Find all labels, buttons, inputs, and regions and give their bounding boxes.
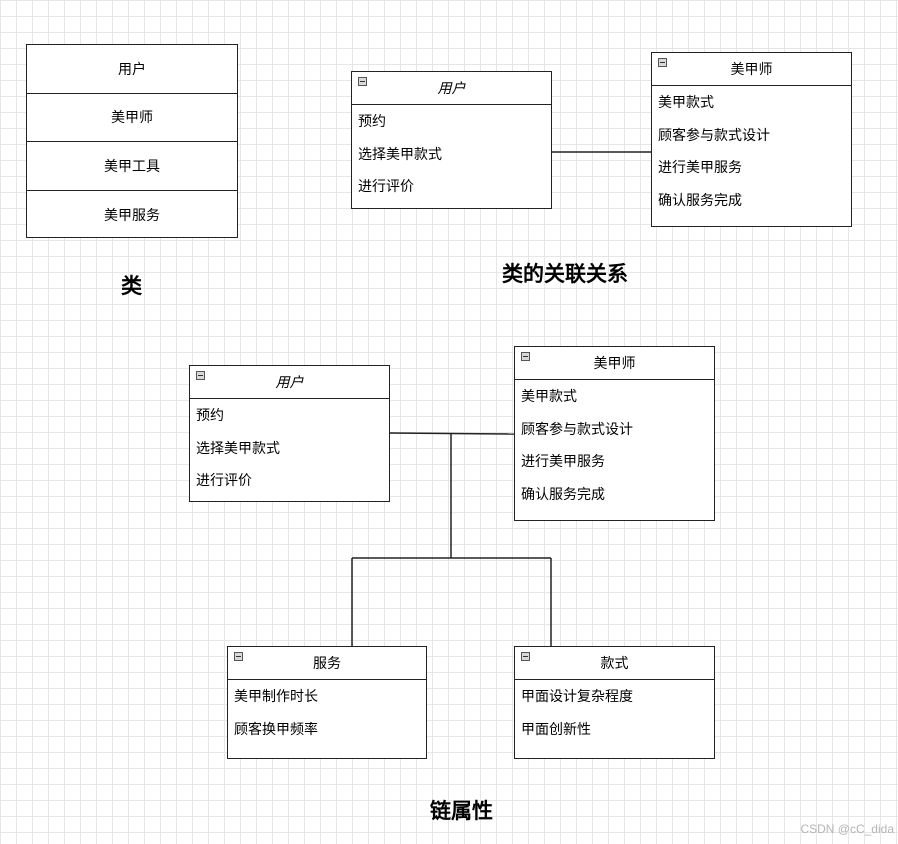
class-title: 款式 [515, 647, 714, 680]
collapse-icon[interactable] [196, 371, 205, 380]
collapse-icon[interactable] [521, 352, 530, 361]
class-box: 用户 美甲师 美甲工具 美甲服务 [26, 44, 238, 238]
class-attribute: 预约 [358, 114, 386, 131]
class-attribute: 美甲款式 [658, 95, 714, 112]
class-title-text: 美甲师 [593, 356, 636, 372]
caption-association: 类的关联关系 [502, 262, 628, 286]
assoc-manicurist-class: 美甲师 美甲款式 顾客参与款式设计 进行美甲服务 确认服务完成 [651, 52, 852, 227]
class-title-text: 服务 [313, 656, 341, 672]
collapse-icon[interactable] [658, 58, 667, 67]
link-user-class: 用户 预约 选择美甲款式 进行评价 [189, 365, 390, 502]
class-title-text: 用户 [437, 81, 466, 97]
watermark: CSDN @cC_dida [800, 822, 894, 836]
class-attribute: 进行美甲服务 [658, 160, 742, 177]
class-title: 用户 [352, 72, 551, 105]
class-attribute: 美甲制作时长 [234, 689, 318, 706]
class-attribute: 确认服务完成 [521, 486, 605, 503]
class-title-text: 用户 [275, 375, 304, 391]
class-attribute: 选择美甲款式 [196, 440, 280, 457]
class-title-text: 款式 [600, 656, 629, 672]
class-title: 服务 [228, 647, 426, 680]
class-attribute: 选择美甲款式 [358, 146, 442, 163]
class-box-item: 美甲工具 [27, 142, 237, 191]
caption-class: 类 [121, 274, 142, 298]
class-box-item: 用户 [27, 45, 237, 94]
caption-link-attribute: 链属性 [430, 799, 493, 823]
link-style-class: 款式 甲面设计复杂程度 甲面创新性 [514, 646, 715, 759]
class-box-item: 美甲服务 [104, 207, 160, 224]
class-title-text: 美甲师 [730, 62, 773, 78]
class-attribute: 确认服务完成 [658, 192, 742, 209]
class-attribute: 预约 [196, 408, 224, 425]
class-title: 美甲师 [652, 53, 851, 86]
assoc-user-class: 用户 预约 选择美甲款式 进行评价 [351, 71, 552, 209]
class-attribute: 顾客参与款式设计 [521, 421, 633, 438]
class-attribute: 甲面创新性 [521, 721, 591, 738]
class-attribute: 进行评价 [358, 179, 414, 196]
link-service-class: 服务 美甲制作时长 顾客换甲频率 [227, 646, 427, 759]
class-attribute: 顾客参与款式设计 [658, 127, 770, 144]
collapse-icon[interactable] [521, 652, 530, 661]
class-attribute: 美甲款式 [521, 389, 577, 406]
link-line [388, 432, 516, 435]
collapse-icon[interactable] [234, 652, 243, 661]
link-manicurist-class: 美甲师 美甲款式 顾客参与款式设计 进行美甲服务 确认服务完成 [514, 346, 715, 521]
class-title: 用户 [190, 366, 389, 399]
class-box-item: 美甲师 [27, 94, 237, 142]
class-attribute: 甲面设计复杂程度 [521, 689, 633, 706]
class-attribute: 进行评价 [196, 473, 252, 490]
collapse-icon[interactable] [358, 77, 367, 86]
class-attribute: 进行美甲服务 [521, 454, 605, 471]
class-attribute: 顾客换甲频率 [234, 721, 318, 738]
class-title: 美甲师 [515, 347, 714, 380]
